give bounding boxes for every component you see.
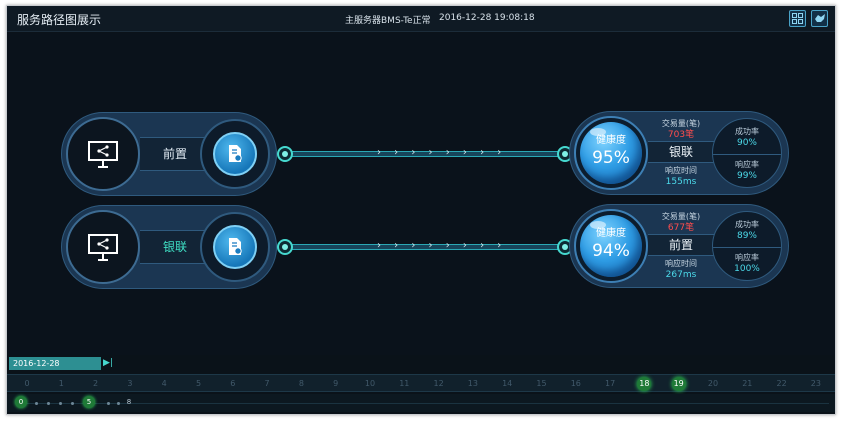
- map-icon: [814, 14, 825, 22]
- flow-arrows: › › › › › › › ›: [377, 147, 507, 158]
- target-node-1[interactable]: 健康度 95% 交易量(笔) 703笔 银联 响应时间 155ms 成功率 90…: [569, 111, 789, 195]
- target-info: 交易量(笔) 703笔 银联 响应时间 155ms: [648, 118, 714, 190]
- hour-marker-5[interactable]: 5: [83, 396, 95, 408]
- hour-tick: [35, 402, 38, 405]
- success-label: 成功率: [735, 127, 759, 136]
- resp-rate-label: 响应率: [735, 160, 759, 169]
- volume-label: 交易量(笔): [661, 119, 701, 128]
- day-marker-23[interactable]: 23: [810, 379, 821, 388]
- path-canvas: 前置 › › › › › › › › 健康: [7, 33, 835, 355]
- day-marker-13[interactable]: 13: [467, 379, 478, 388]
- day-marker-17[interactable]: 17: [605, 379, 616, 388]
- hour-tick: [107, 402, 110, 405]
- rate-panel: 成功率 90% 响应率 99%: [712, 118, 782, 188]
- day-marker-5[interactable]: 5: [195, 379, 202, 388]
- target-node-2[interactable]: 健康度 94% 交易量(笔) 677笔 前置 响应时间 267ms 成功率 89…: [569, 204, 789, 288]
- resp-rate-label: 响应率: [735, 253, 759, 262]
- day-marker-8[interactable]: 8: [298, 379, 304, 388]
- response-label: 响应时间: [665, 166, 697, 175]
- health-label: 健康度: [596, 228, 626, 239]
- day-marker-14[interactable]: 14: [502, 379, 513, 388]
- current-datetime: 2016-12-28 19:08:18: [439, 13, 535, 23]
- target-name: 前置: [648, 234, 714, 256]
- title-bar: 服务路径图展示 主服务器BMS-Te正常 2016-12-28 19:08:18: [7, 6, 835, 32]
- response-value: 267ms: [665, 270, 697, 280]
- hour-marker-0[interactable]: 0: [15, 396, 27, 408]
- success-label: 成功率: [735, 220, 759, 229]
- connection-pipe-1: › › › › › › › ›: [277, 146, 573, 162]
- source-ring: [200, 212, 270, 282]
- success-value: 90%: [736, 138, 757, 148]
- health-label: 健康度: [596, 135, 626, 146]
- rate-panel: 成功率 89% 响应率 100%: [712, 211, 782, 281]
- day-marker-12[interactable]: 12: [433, 379, 444, 388]
- day-marker-11[interactable]: 11: [399, 379, 410, 388]
- health-gauge: 健康度 94%: [574, 209, 648, 283]
- volume-label: 交易量(笔): [661, 212, 701, 221]
- source-label: 前置: [140, 137, 210, 171]
- day-marker-19[interactable]: 19: [671, 377, 686, 391]
- day-marker-16[interactable]: 16: [570, 379, 581, 388]
- map-view-button[interactable]: [811, 10, 828, 27]
- day-marker-6[interactable]: 6: [230, 379, 236, 388]
- source-node-1[interactable]: 前置: [61, 112, 277, 196]
- health-value: 95%: [592, 148, 630, 168]
- health-gauge: 健康度 95%: [574, 116, 648, 190]
- day-marker-1[interactable]: 1: [58, 379, 64, 388]
- day-marker-10[interactable]: 10: [364, 379, 376, 388]
- volume-value: 703笔: [667, 130, 695, 140]
- source-disc: [66, 210, 140, 284]
- pipe-start-dot: [277, 146, 293, 162]
- day-marker-15[interactable]: 15: [536, 379, 547, 388]
- day-marker-18[interactable]: 18: [637, 377, 652, 391]
- hour-tick: [117, 402, 120, 405]
- day-marker-9[interactable]: 9: [333, 379, 339, 388]
- document-settings-icon: [229, 238, 242, 255]
- resp-rate-value: 99%: [736, 171, 757, 181]
- source-ring: [200, 119, 270, 189]
- hour-marker-8[interactable]: 8: [126, 398, 132, 406]
- connection-pipe-2: › › › › › › › ›: [277, 239, 573, 255]
- grid-icon: [792, 13, 803, 24]
- source-disc: [66, 117, 140, 191]
- day-marker-0[interactable]: 0: [24, 379, 30, 388]
- monitor-share-icon: [88, 141, 118, 168]
- app-window: 服务路径图展示 主服务器BMS-Te正常 2016-12-28 19:08:18: [6, 5, 836, 415]
- page-title: 服务路径图展示: [17, 13, 102, 27]
- response-label: 响应时间: [665, 259, 697, 268]
- day-marker-21[interactable]: 21: [742, 379, 753, 388]
- hour-scale: 0 5 8: [7, 394, 835, 412]
- pipe-start-dot: [277, 239, 293, 255]
- hour-tick: [47, 402, 50, 405]
- resp-rate-value: 100%: [734, 264, 760, 274]
- hour-tick: [59, 402, 62, 405]
- response-value: 155ms: [665, 177, 697, 187]
- day-marker-4[interactable]: 4: [161, 379, 167, 388]
- health-value: 94%: [592, 241, 630, 261]
- day-marker-3[interactable]: 3: [127, 379, 133, 388]
- volume-value: 677笔: [667, 223, 695, 233]
- play-icon[interactable]: ▶|: [103, 358, 113, 368]
- success-value: 89%: [736, 231, 757, 241]
- grid-view-button[interactable]: [789, 10, 806, 27]
- day-marker-22[interactable]: 22: [776, 379, 787, 388]
- flow-arrows: › › › › › › › ›: [377, 240, 507, 251]
- timeline-date[interactable]: 2016-12-28: [9, 357, 101, 370]
- document-settings-icon: [229, 145, 242, 162]
- hour-tick: [71, 402, 74, 405]
- day-marker-2[interactable]: 2: [93, 379, 99, 388]
- day-marker-20[interactable]: 20: [707, 379, 719, 388]
- target-info: 交易量(笔) 677笔 前置 响应时间 267ms: [648, 211, 714, 283]
- source-node-2[interactable]: 银联: [61, 205, 277, 289]
- server-status: 主服务器BMS-Te正常: [345, 16, 431, 26]
- source-label: 银联: [140, 230, 210, 264]
- monitor-share-icon: [88, 234, 118, 261]
- target-name: 银联: [648, 141, 714, 163]
- day-marker-7[interactable]: 7: [264, 379, 270, 388]
